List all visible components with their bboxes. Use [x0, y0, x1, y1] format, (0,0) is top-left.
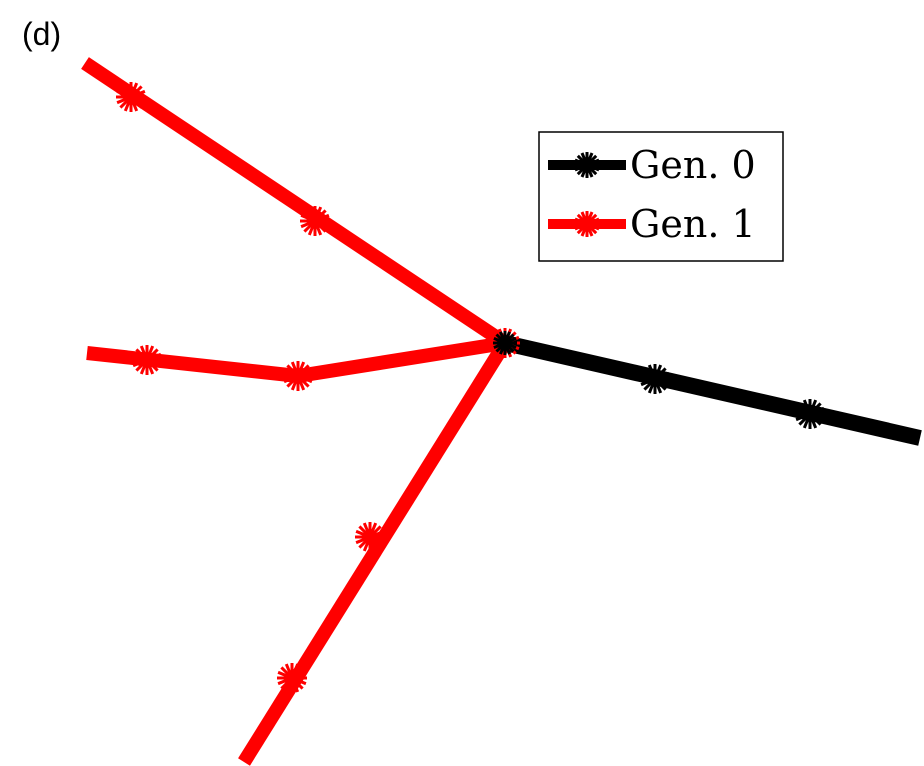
legend-marker-gen0-star — [574, 152, 600, 178]
gen1-branch-lower-marker-1 — [355, 522, 385, 552]
legend-item-gen0: Gen. 0 — [548, 143, 756, 187]
gen0-branch-marker-2 — [795, 399, 825, 429]
legend-marker-gen1-star — [574, 211, 600, 237]
legend: Gen. 0 Gen. 1 — [538, 131, 784, 262]
legend-item-gen1: Gen. 1 — [548, 202, 756, 246]
root-marker-gen0 — [493, 331, 517, 355]
gen1-branch-middle-marker-1 — [283, 361, 313, 391]
legend-label-gen1: Gen. 1 — [630, 202, 756, 246]
legend-label-gen0: Gen. 0 — [630, 143, 756, 187]
gen1-branch-upper-marker-1 — [300, 206, 330, 236]
gen1-branch-upper — [81, 57, 509, 349]
legend-marker-gen0 — [574, 152, 600, 178]
legend-box — [538, 131, 784, 262]
gen1-branch-middle-marker-2 — [132, 345, 162, 375]
legend-marker-gen1 — [574, 211, 600, 237]
markers — [116, 82, 825, 693]
gen1-branch-lower-marker-2 — [277, 663, 307, 693]
branches — [81, 57, 922, 766]
gen0-branch-marker-1 — [640, 364, 670, 394]
gen1-branch-upper-marker-2 — [116, 82, 146, 112]
panel-label: (d) — [22, 16, 62, 52]
gen0-branch — [503, 335, 922, 446]
gen1-branch-lower — [238, 339, 511, 766]
